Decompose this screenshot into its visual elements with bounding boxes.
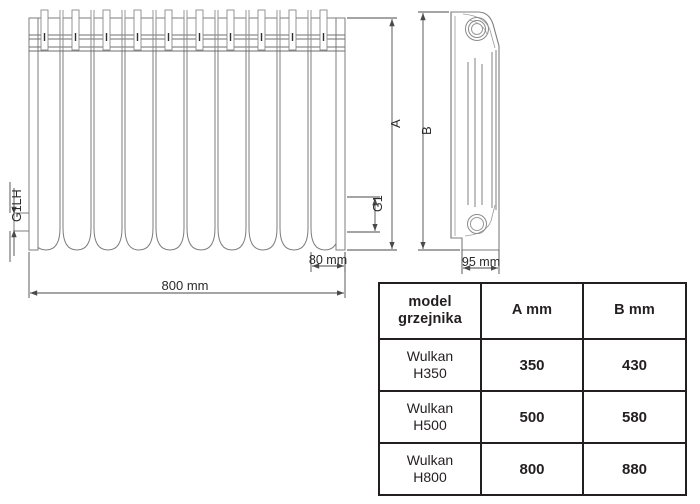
model-variant: H500 bbox=[413, 417, 447, 433]
model-variant: H800 bbox=[413, 469, 447, 485]
front-view-section-dividers bbox=[59, 10, 312, 50]
table-header-model-line2: grzejnika bbox=[398, 311, 462, 327]
front-view bbox=[13, 9, 346, 251]
model-name: Wulkan bbox=[406, 347, 454, 364]
table-cell-b: 430 bbox=[582, 338, 687, 392]
dimension-label-g1: G1 bbox=[371, 195, 385, 212]
model-name: Wulkan bbox=[406, 399, 454, 416]
dimension-label-g1lh: G1LH bbox=[10, 189, 24, 222]
side-view-top-port bbox=[465, 17, 489, 41]
dimension-label-95mm: 95 mm bbox=[461, 255, 501, 269]
front-view-section-necks bbox=[40, 9, 328, 51]
radiator-spec-table: model grzejnika A mm B mm Wulkan H350 35… bbox=[378, 282, 687, 496]
front-view-header-ticks bbox=[43, 33, 325, 41]
table-row: Wulkan H350 350 430 bbox=[378, 338, 687, 392]
table-header-model-line1: model bbox=[408, 293, 452, 310]
dimension-label-a: A bbox=[388, 119, 403, 128]
table-cell-a: 350 bbox=[480, 338, 584, 392]
model-name: Wulkan bbox=[406, 451, 454, 468]
table-header-model: model grzejnika bbox=[378, 282, 482, 340]
table-cell-model: Wulkan H350 bbox=[378, 338, 482, 392]
side-view-dimensions bbox=[418, 11, 500, 274]
table-row: Wulkan H800 800 880 bbox=[378, 442, 687, 496]
table-header-b: B mm bbox=[582, 282, 687, 340]
table-cell-model: Wulkan H800 bbox=[378, 442, 482, 496]
table-cell-b: 580 bbox=[582, 390, 687, 444]
front-view-sections bbox=[31, 17, 340, 251]
side-view-fin-ribs bbox=[467, 50, 497, 210]
dimension-label-800mm: 800 mm bbox=[161, 278, 209, 293]
dimension-label-80mm: 80 mm bbox=[308, 253, 348, 267]
table-row: Wulkan H500 500 580 bbox=[378, 390, 687, 444]
side-view-bottom-port bbox=[467, 214, 487, 234]
table-cell-b: 880 bbox=[582, 442, 687, 496]
dimension-label-b: B bbox=[419, 126, 434, 135]
table-cell-model: Wulkan H500 bbox=[378, 390, 482, 444]
table-cell-a: 800 bbox=[480, 442, 584, 496]
side-view bbox=[450, 11, 500, 251]
table-header-row: model grzejnika A mm B mm bbox=[378, 282, 687, 340]
model-variant: H350 bbox=[413, 365, 447, 381]
table-cell-a: 500 bbox=[480, 390, 584, 444]
front-view-dimensions bbox=[9, 17, 397, 298]
table-header-a: A mm bbox=[480, 282, 584, 340]
